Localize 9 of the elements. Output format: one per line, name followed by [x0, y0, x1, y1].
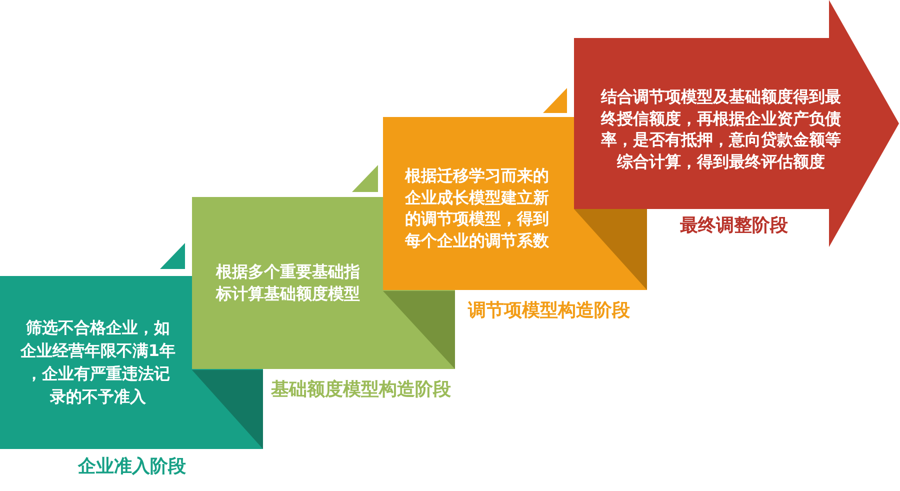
step-text: 结合调节项模型及基础额度得到最终授信额度，再根据企业资产负债率，是否有抵押，意向贷款金额等综合计算，得到最终评估额度: [600, 86, 842, 172]
step-text: 根据迁移学习而来的企业成长模型建立新的调节项模型，得到每个企业的调节系数: [405, 165, 550, 251]
stage-label: 最终调整阶段: [680, 215, 788, 237]
stage-label: 调节项模型构造阶段: [468, 300, 630, 322]
step-text: 筛选不合格企业，如企业经营年限不满1年，企业有严重违法记录的不予准入: [19, 317, 177, 408]
stage-label: 企业准入阶段: [78, 456, 186, 478]
step-text: 根据多个重要基础指标计算基础额度模型: [216, 261, 361, 305]
arrow-block: [574, 0, 900, 247]
stage-label: 基础额度模型构造阶段: [271, 379, 451, 401]
